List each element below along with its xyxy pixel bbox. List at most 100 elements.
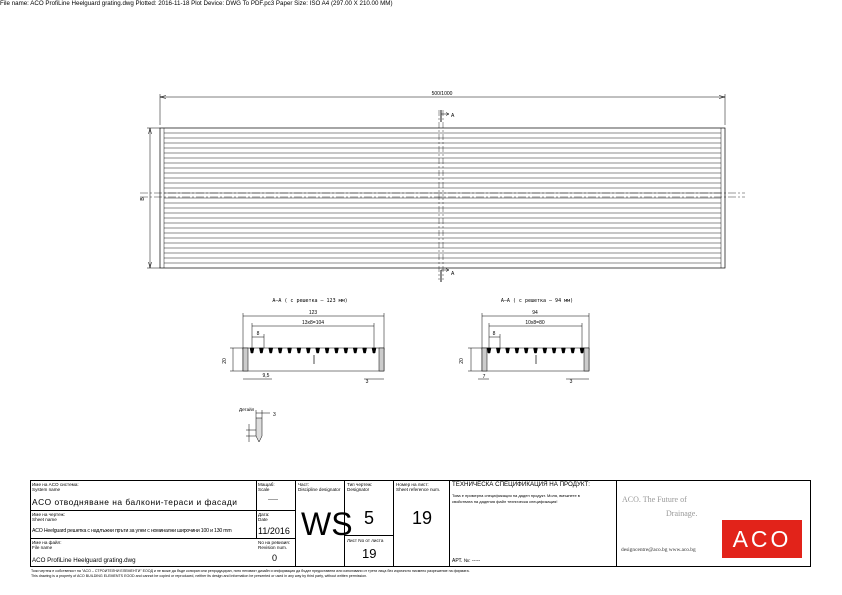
spec-title: ТЕХНИЧЕСКА СПЕЦИФИКАЦИЯ НА ПРОДУКТ:: [452, 481, 591, 488]
overall-dimension-text: 500/1000: [432, 91, 453, 97]
section-right-overall: 94: [532, 310, 538, 316]
spec-text-2: свойствата на дадения файл техническа сп…: [452, 499, 558, 504]
grating-tooth: [296, 347, 302, 354]
scale-label-en: Scale: [258, 487, 270, 492]
sheet-cell: [30, 510, 257, 539]
grating-tooth: [306, 347, 311, 354]
section-left-wall: 3: [366, 379, 369, 385]
file-label-en: File name: [32, 545, 53, 550]
section-right-spacing: 8: [493, 331, 496, 337]
plot-header: File name: ACO ProfiLine Heelguard grati…: [0, 0, 393, 7]
grating-tooth: [523, 347, 529, 354]
brand-line-2: Drainage.: [666, 509, 698, 518]
art-label: АРТ. №: -----: [452, 558, 481, 564]
sheetof-label: Лист No от листа: [347, 538, 384, 543]
aco-logo: ACO: [722, 520, 802, 558]
detail-view: [246, 410, 270, 443]
sheetno-cell: [393, 480, 450, 567]
section-mark-top: A: [451, 113, 455, 119]
sheetno-label-en: Sheet reference num.: [396, 487, 441, 492]
revision-label-en: Revision num.: [258, 545, 288, 550]
grating-tooth: [486, 347, 492, 354]
section-mark-bottom: A: [451, 271, 455, 277]
sheetno-label: Номер на лист:: [396, 482, 429, 487]
date-label-en: Date: [258, 517, 268, 522]
file-label: Име на файл:: [32, 540, 62, 545]
grating-tooth: [514, 347, 520, 354]
section-left-view: [230, 313, 385, 380]
grating-tooth: [343, 347, 349, 354]
brand-line-1: ACO. The Future of: [622, 495, 687, 504]
date-value: 11/2016: [258, 526, 290, 536]
section-left-overall: 123: [309, 310, 318, 316]
sheet-label: Име на чертеж:: [32, 512, 65, 517]
spec-cell: [449, 480, 617, 567]
spec-text-1: Това е примерна спецификация на даден пр…: [452, 493, 580, 498]
revision-label: No на ревизия:: [258, 540, 291, 545]
date-cell-border: [256, 510, 296, 539]
grating-tooth: [352, 347, 358, 354]
grating-tooth: [287, 347, 292, 354]
file-name: ACO ProfiLine Heelguard grating.dwg: [32, 557, 136, 564]
scale-value: -----: [268, 497, 278, 503]
grating-tooth: [542, 347, 548, 354]
grating-plan-view: [140, 94, 745, 282]
title-block: [30, 480, 811, 567]
detail-title: Детайл: [239, 406, 255, 412]
grating-tooth: [362, 347, 367, 354]
grating-tooth: [505, 347, 510, 354]
section-left-offset: 9,5: [263, 373, 270, 379]
system-cell: [30, 480, 257, 511]
grating-tooth: [579, 347, 585, 354]
section-left-spacing: 8: [257, 331, 260, 337]
part-label: Част:: [298, 482, 310, 487]
height-dimension-text: B: [140, 197, 146, 201]
section-left-title: A–A ( с решетка – 123 мм): [272, 298, 347, 304]
section-left-height: 20: [222, 358, 228, 364]
sheetof-value: 19: [362, 546, 377, 561]
revision-value: 0: [272, 553, 278, 563]
grating-tooth: [533, 347, 538, 354]
contacts: designcentre@aco.bg www.aco.bg: [621, 547, 696, 553]
type-cell: [344, 480, 394, 567]
type-value: 5: [364, 508, 375, 528]
detail-dim: 3: [273, 412, 276, 418]
section-right-view: [468, 313, 590, 380]
scale-cell: [256, 480, 296, 567]
system-name: ACO отводняване на балкони-тераси и фаса…: [32, 497, 238, 507]
grating-tooth: [371, 347, 377, 354]
sheetno-value: 19: [412, 508, 433, 528]
grating-tooth: [268, 347, 274, 354]
aco-logo-text: ACO: [732, 526, 792, 552]
footer-en: This drawing is a property of ACO BUILDI…: [31, 574, 368, 578]
part-value: WS: [301, 506, 353, 542]
type-label-en: Designator: [347, 487, 370, 492]
system-label: Име на ACO система:: [32, 482, 79, 487]
grating-tooth: [277, 347, 283, 354]
date-label: Дата:: [258, 512, 270, 517]
footer-bg: Този чертеж е собственост на "ACO – СТРО…: [31, 569, 470, 573]
section-right-height: 20: [459, 358, 465, 364]
scale-label: Мащаб:: [258, 482, 275, 487]
part-cell: [295, 480, 345, 567]
grating-tooth: [249, 347, 255, 354]
type-divider: [344, 535, 394, 536]
section-right-pitch: 10x8=80: [525, 320, 545, 326]
section-right-title: A–A ( с решетка – 94 мм): [501, 298, 573, 304]
system-label-en: System name: [32, 487, 61, 492]
part-label-en: Discipline designator: [298, 487, 341, 492]
grating-tooth: [315, 347, 320, 354]
section-right-offset: 7: [483, 374, 486, 380]
grating-tooth: [495, 347, 501, 354]
grating-tooth: [324, 347, 330, 354]
section-right-wall: 3: [570, 379, 573, 385]
sheet-label-en: Sheet name: [32, 517, 57, 522]
grating-tooth: [334, 347, 339, 354]
type-label: Тип чертеж:: [347, 482, 373, 487]
grating-tooth: [570, 347, 576, 354]
grating-tooth: [259, 347, 264, 354]
grating-tooth: [551, 347, 557, 354]
section-left-pitch: 13x8=104: [302, 320, 324, 326]
grating-tooth: [561, 347, 566, 354]
